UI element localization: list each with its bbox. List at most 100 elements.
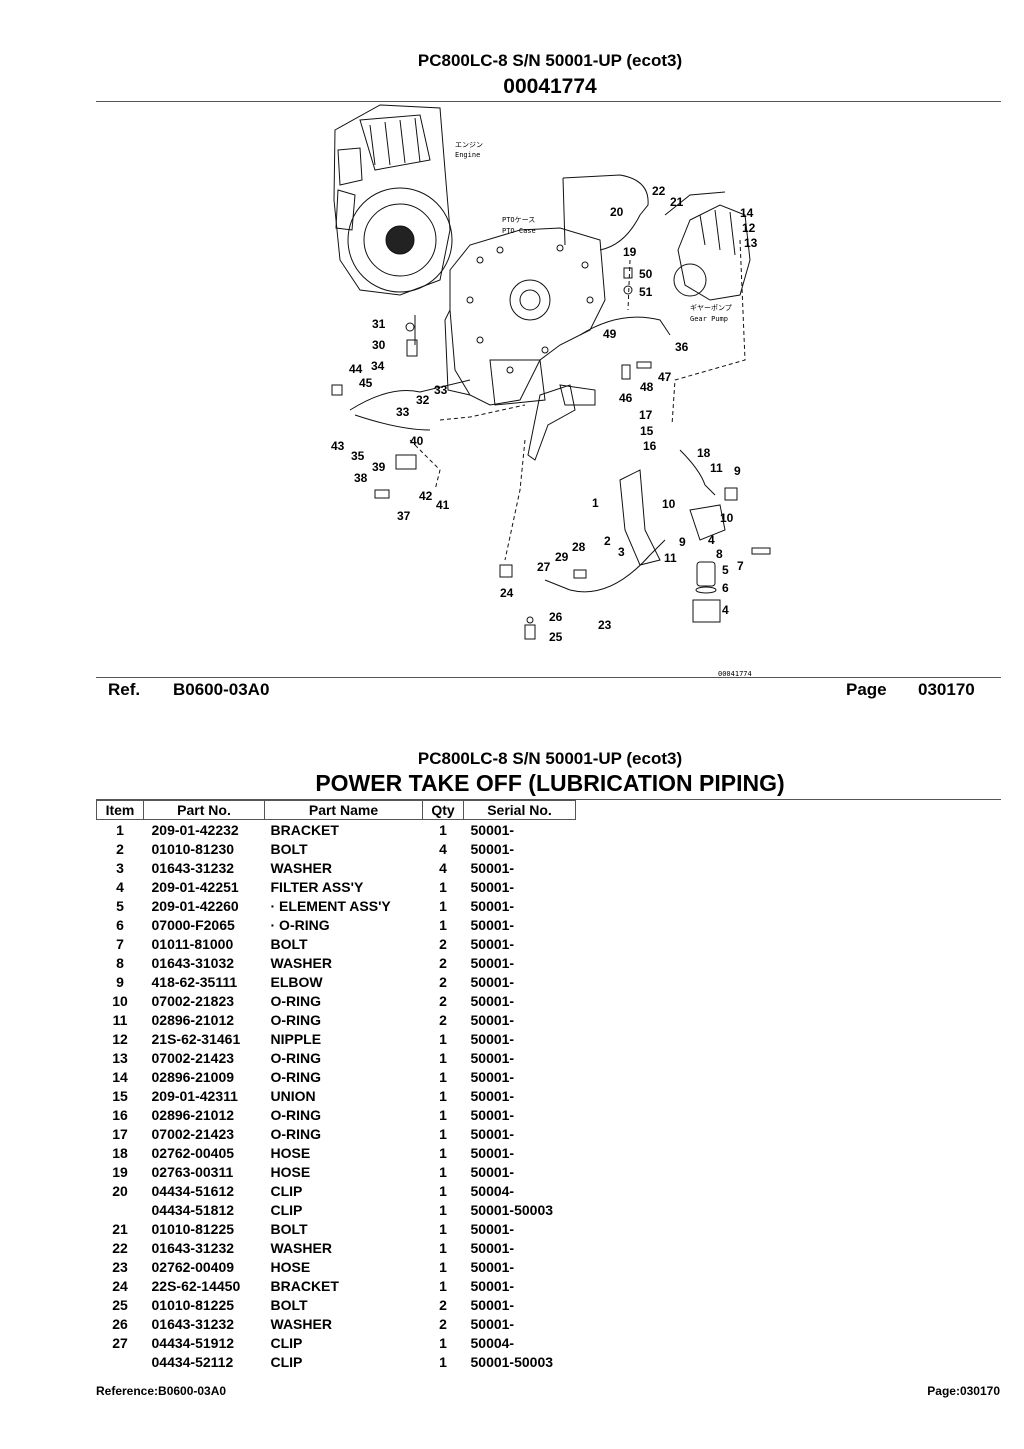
row-serial: 50001- — [470, 1163, 515, 1180]
row-serial: 50001- — [470, 1068, 515, 1085]
row-item: 24 — [112, 1277, 128, 1294]
row-qty: 1 — [439, 1182, 447, 1199]
row-item: 9 — [116, 973, 124, 990]
row-part-name: O-RING — [270, 1068, 322, 1085]
callout: 20 — [610, 205, 624, 219]
row-serial: 50001- — [470, 935, 515, 952]
row-part-name: · O-RING — [270, 916, 330, 933]
row-part-name: WASHER — [270, 859, 332, 876]
row-part-no: 22S-62-14450 — [151, 1277, 241, 1294]
row-item: 6 — [116, 916, 124, 933]
row-qty: 1 — [439, 1068, 447, 1085]
callout: 43 — [331, 439, 345, 453]
row-serial: 50001- — [470, 1258, 515, 1275]
row-item: 27 — [112, 1334, 128, 1351]
row-item: 19 — [112, 1163, 128, 1180]
row-serial: 50001- — [470, 1049, 515, 1066]
callout: 33 — [396, 405, 410, 419]
row-qty: 1 — [439, 1239, 447, 1256]
row-qty: 1 — [439, 916, 447, 933]
row-part-no: 07000-F2065 — [151, 916, 235, 933]
row-item: 3 — [116, 859, 124, 876]
row-qty: 2 — [439, 954, 447, 971]
row-qty: 4 — [439, 840, 447, 857]
row-serial: 50001- — [470, 1011, 515, 1028]
row-item: 13 — [112, 1049, 128, 1066]
row-serial: 50001- — [470, 859, 515, 876]
row-part-no: 21S-62-31461 — [151, 1030, 241, 1047]
table-row: 19 02763-00311 HOSE 1 50001- — [97, 1162, 576, 1181]
row-item: 16 — [112, 1106, 128, 1123]
row-qty: 1 — [439, 878, 447, 895]
row-qty: 1 — [439, 821, 447, 838]
col-part-no: Part No. — [143, 800, 265, 820]
callout: 26 — [549, 610, 563, 624]
row-item: 18 — [112, 1144, 128, 1161]
row-part-name: HOSE — [270, 1163, 311, 1180]
row-serial: 50001- — [470, 1315, 515, 1332]
row-serial: 50001-50003 — [470, 1353, 554, 1370]
row-serial: 50001- — [470, 878, 515, 895]
row-serial: 50004- — [470, 1334, 515, 1351]
callout: 41 — [436, 498, 450, 512]
pto-label: PTO Case — [502, 227, 536, 235]
row-qty: 1 — [439, 1163, 447, 1180]
callout: 29 — [555, 550, 569, 564]
row-qty: 2 — [439, 1011, 447, 1028]
engine-label-jp: エンジン — [455, 141, 483, 149]
row-item: 21 — [112, 1220, 128, 1237]
row-part-no: 01011-81000 — [151, 935, 234, 952]
callout: 45 — [359, 376, 373, 390]
row-part-no: 209-01-42232 — [151, 821, 239, 838]
callout: 35 — [351, 449, 365, 463]
row-item: 8 — [116, 954, 124, 971]
callout: 11 — [664, 551, 677, 565]
callout: 10 — [720, 511, 734, 525]
pto-label-jp: PTOケース — [502, 216, 535, 224]
row-qty: 1 — [439, 1353, 447, 1370]
row-serial: 50001- — [470, 1220, 515, 1237]
row-part-no: 02763-00311 — [151, 1163, 234, 1180]
table-model-title: PC800LC-8 S/N 50001-UP (ecot3) — [417, 749, 683, 768]
callout: 50 — [639, 267, 653, 281]
row-qty: 1 — [439, 1030, 447, 1047]
callout: 4 — [708, 533, 715, 547]
callout: 7 — [737, 559, 744, 573]
row-part-no: 01010-81225 — [151, 1220, 235, 1237]
diagram-model-title: PC800LC-8 S/N 50001-UP (ecot3) — [417, 51, 683, 70]
callout: 38 — [354, 471, 368, 485]
callout: 4 — [722, 603, 729, 617]
hose-36 — [579, 316, 671, 336]
row-part-no: 01643-31032 — [151, 954, 235, 971]
pump-label: Gear Pump — [690, 315, 728, 323]
callout: 51 — [639, 285, 653, 299]
row-part-no: 07002-21823 — [151, 992, 235, 1009]
callout: 13 — [744, 236, 758, 250]
row-part-no: 04434-51812 — [151, 1201, 235, 1218]
hose-18 — [679, 449, 716, 496]
callout: 37 — [397, 509, 411, 523]
callout: 40 — [410, 434, 424, 448]
row-part-name: O-RING — [270, 1049, 322, 1066]
row-item: 22 — [112, 1239, 128, 1256]
row-part-no: 01643-31232 — [151, 859, 235, 876]
row-qty: 1 — [439, 1201, 447, 1218]
row-part-no: 209-01-42251 — [151, 878, 239, 895]
callout: 27 — [537, 560, 551, 574]
flywheel-outer — [347, 187, 453, 293]
row-qty: 1 — [439, 1125, 447, 1142]
gear-pump — [677, 204, 751, 301]
row-part-no: 02896-21009 — [151, 1068, 235, 1085]
callout: 44 — [349, 362, 363, 376]
footer-reference: Reference:B0600-03A0 — [96, 1384, 227, 1398]
